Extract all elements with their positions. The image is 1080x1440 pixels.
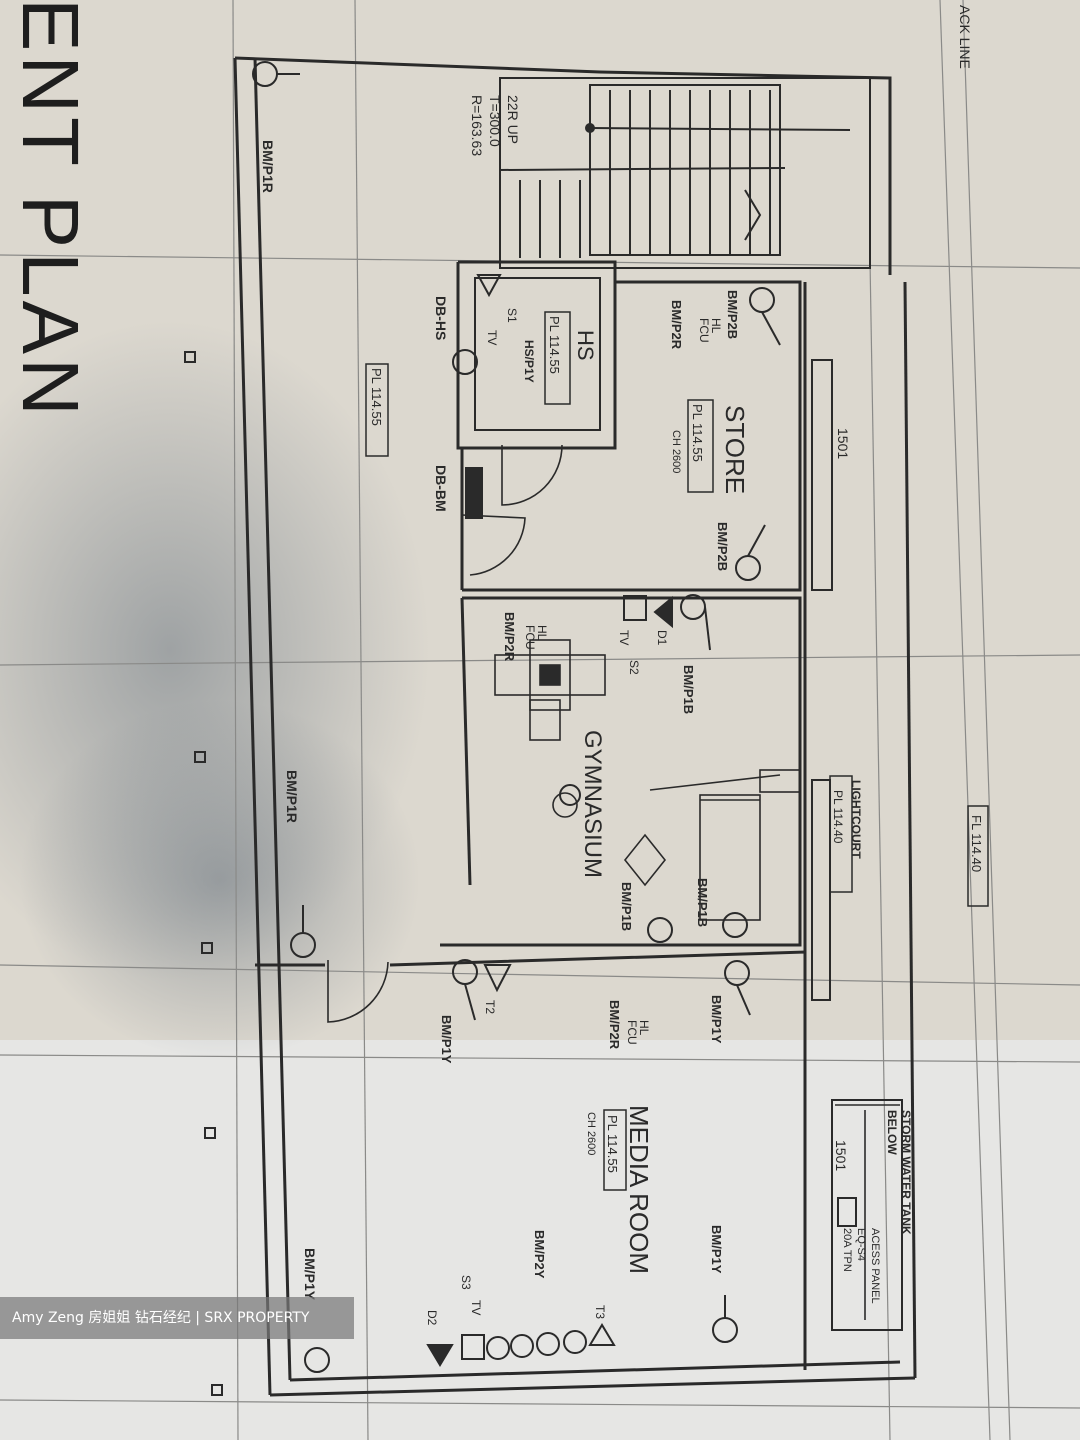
label-bm-p1y-3: BM/P1Y: [439, 1015, 454, 1064]
label-bm-p2y: BM/P2Y: [532, 1230, 547, 1279]
ceiling-store: CH 2600: [670, 430, 682, 473]
label-hl-3: HL: [637, 1020, 651, 1036]
room-gymnasium: GYMNASIUM: [579, 730, 606, 878]
interior-walls: [255, 260, 903, 1370]
plan-title: EMENT PLAN: [6, 0, 95, 420]
label-db-hs: DB-HS: [433, 296, 449, 340]
room-storm-tank-below: BELOW: [885, 1110, 899, 1155]
dim-2: 1501: [833, 1140, 849, 1171]
room-media: MEDIA ROOM: [624, 1105, 654, 1274]
outer-walls: [233, 56, 917, 1397]
switch-symbols: [184, 274, 673, 1396]
level-lightcourt: PL 114.40: [831, 790, 845, 844]
room-store: STORE: [720, 405, 750, 494]
doors: [327, 444, 563, 1023]
drawing-text: 22R UP T=300.0 R=163.63 ACK LINE BM/P1R …: [260, 5, 984, 1326]
label-bm-p2r-1: BM/P2R: [669, 300, 684, 350]
level-main: PL 114.55: [369, 368, 384, 426]
level-outer: FL 114.40: [969, 815, 984, 872]
dim-1: 1501: [835, 428, 851, 459]
label-hl-1: HL: [709, 318, 723, 334]
outlet-symbols: [252, 61, 781, 1373]
label-bm-p2r-3: BM/P2R: [607, 1000, 622, 1050]
label-db-bm: DB-BM: [433, 465, 449, 512]
access-panel: ACESS PANEL: [869, 1228, 881, 1304]
label-fcu-1: FCU: [697, 318, 711, 343]
label-hs-p1y: HS/P1Y: [522, 340, 536, 383]
rail-text: ACK LINE: [957, 5, 973, 69]
label-bm-p1y-2: BM/P1Y: [709, 995, 724, 1044]
label-s2: S2: [627, 660, 641, 675]
label-t2: T2: [483, 1000, 497, 1014]
label-s1: S1: [505, 308, 519, 323]
label-eq: EQ-S4: [855, 1228, 867, 1261]
ceiling-media: CH 2600: [585, 1112, 597, 1155]
room-storm-tank: STORM WATER TANK: [899, 1110, 913, 1235]
label-hl-2: HL: [535, 625, 549, 641]
label-bm-p2b-2: BM/P2B: [715, 522, 730, 571]
staircase: [499, 77, 871, 269]
level-hs: PL 114.55: [547, 316, 562, 374]
label-bm-p1b-3: BM/P1B: [619, 882, 634, 931]
label-d2: D2: [425, 1310, 439, 1326]
level-tag-boxes: [365, 311, 989, 1191]
label-bm-p2r-2: BM/P2R: [502, 612, 517, 662]
label-t3: T3: [593, 1305, 607, 1319]
stair-note-2: T=300.0: [487, 95, 503, 147]
watermark-caption: Amy Zeng 房姐姐 钻石经纪 | SRX PROPERTY: [0, 1297, 354, 1339]
label-bm-p1b-1: BM/P1B: [681, 665, 696, 714]
room-lightcourt: LIGHTCOURT: [849, 780, 863, 859]
level-media: PL 114.55: [605, 1115, 620, 1173]
label-fcu-3: FCU: [625, 1020, 639, 1045]
label-bm-p1b-2: BM/P1B: [695, 878, 710, 927]
storm-tank: [835, 1104, 900, 1320]
label-amp: 20A TPN: [841, 1228, 853, 1272]
label-bm-p1y-bottom: BM/P1Y: [302, 1248, 318, 1301]
label-fcu-2: FCU: [523, 625, 537, 650]
level-store: PL 114.55: [690, 404, 705, 462]
gym-equipment: [494, 639, 801, 921]
label-bm-p1y-4: BM/P1Y: [709, 1225, 724, 1274]
label-bm-p1r-mid: BM/P1R: [284, 770, 300, 823]
stair-note-1: 22R UP: [505, 95, 521, 144]
label-bm-p2b-1: BM/P2B: [725, 290, 740, 339]
label-tv-1: TV: [485, 330, 499, 345]
label-tv-3: TV: [469, 1300, 483, 1315]
shadow-area-2: [20, 700, 420, 1060]
label-bm-p1r-top: BM/P1R: [260, 140, 276, 193]
room-hs: HS: [573, 330, 598, 361]
label-tv-2: TV: [617, 630, 631, 645]
stair-note-3: R=163.63: [469, 95, 485, 156]
label-d1: D1: [655, 630, 669, 646]
label-s3: S3: [459, 1275, 473, 1290]
